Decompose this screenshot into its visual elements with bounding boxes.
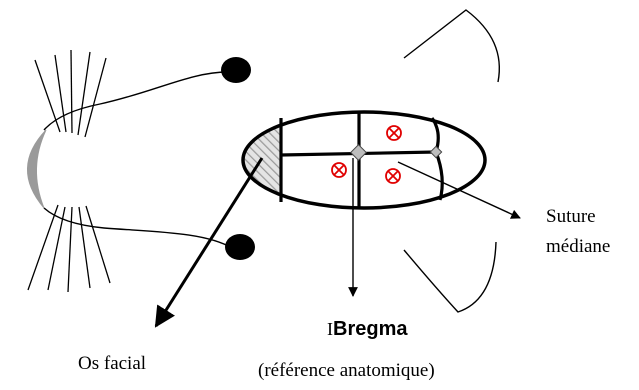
label-suture-line2: médiane [546,236,611,257]
ear-lower [403,241,497,313]
whiskers [27,49,111,293]
bregma-word: Bregma [333,318,408,340]
label-suture-line1: Suture [546,206,596,227]
head-outline-lower [43,207,233,249]
ear-upper [403,9,500,83]
bregma-point [350,144,367,161]
label-os-facial: Os facial [78,353,147,374]
circled-x-icon [331,162,347,178]
eye-upper [221,57,251,83]
arrow-suture [397,161,521,219]
eye-lower [225,234,255,260]
label-bregma-note: (référence anatomique) [258,360,435,381]
snout-shape [27,129,47,209]
circled-x-icon [386,125,402,141]
head-outline [43,71,229,131]
sutures [279,113,444,207]
circled-x-icon [385,168,401,184]
lambda-point [429,145,443,159]
bregma-prefix: I [327,319,333,339]
skull-ellipse [241,110,487,210]
label-bregma: IBregma [327,318,407,341]
arrow-os-facial [154,157,264,328]
